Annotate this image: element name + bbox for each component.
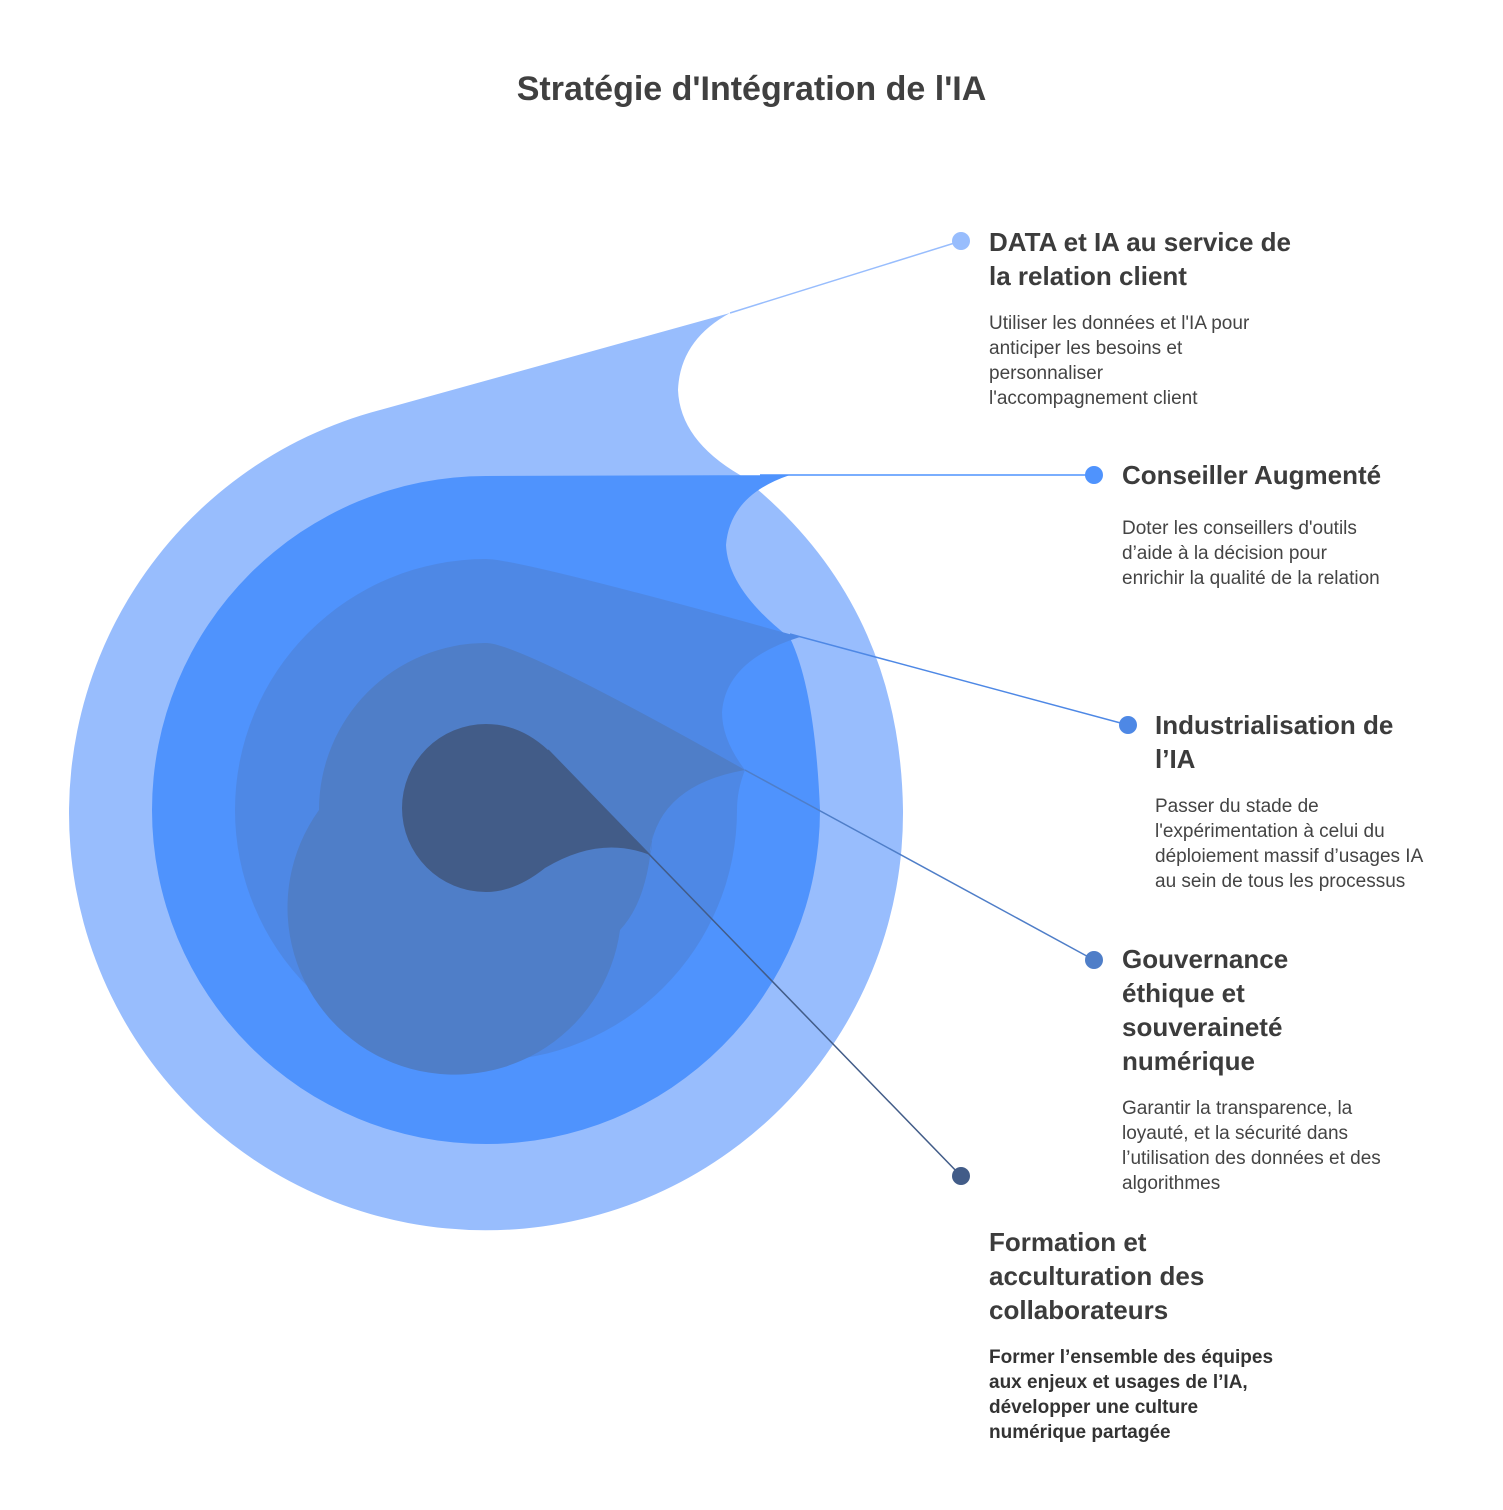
marker-dot-4	[1085, 951, 1103, 969]
layer-2-label: Conseiller Augmenté Doter les conseiller…	[1122, 458, 1462, 591]
marker-dot-2	[1085, 466, 1103, 484]
layer-4-label: Gouvernance éthique et souveraineté numé…	[1122, 942, 1381, 1196]
connector-line-4	[744, 769, 1095, 961]
layer-5-shape	[402, 724, 650, 892]
layer-5-description: Former l’ensemble des équipes aux enjeux…	[989, 1347, 1274, 1443]
connector-line-1	[729, 240, 962, 314]
connector-line-5	[547, 749, 962, 1177]
layer-3-title: Industrialisation de l’IA	[1155, 710, 1394, 774]
marker-dot-1	[952, 232, 970, 250]
layer-5-title: Formation et acculturation des collabora…	[989, 1227, 1205, 1325]
layer-5-label: Formation et acculturation des collabora…	[989, 1225, 1273, 1445]
layer-3-label: Industrialisation de l’IA Passer du stad…	[1155, 708, 1430, 894]
marker-dot-3	[1119, 716, 1137, 734]
layer-1-description: Utiliser les données et l'IA pour antici…	[989, 313, 1250, 409]
marker-dot-5	[952, 1167, 970, 1185]
connector-line-3	[789, 633, 1129, 726]
layer-4-title: Gouvernance éthique et souveraineté numé…	[1122, 944, 1289, 1076]
layer-1-label: DATA et IA au service de la relation cli…	[989, 225, 1299, 411]
page-title: Stratégie d'Intégration de l'IA	[516, 70, 987, 108]
layer-1-title: DATA et IA au service de la relation cli…	[989, 227, 1291, 291]
layer-3-description: Passer du stade de l'expérimentation à c…	[1155, 796, 1423, 892]
layer-2-title: Conseiller Augmenté	[1122, 460, 1382, 490]
layer-2-description: Doter les conseillers d'outils d’aide à …	[1122, 518, 1380, 589]
layer-4-description: Garantir la transparence, la loyauté, et…	[1122, 1098, 1381, 1194]
